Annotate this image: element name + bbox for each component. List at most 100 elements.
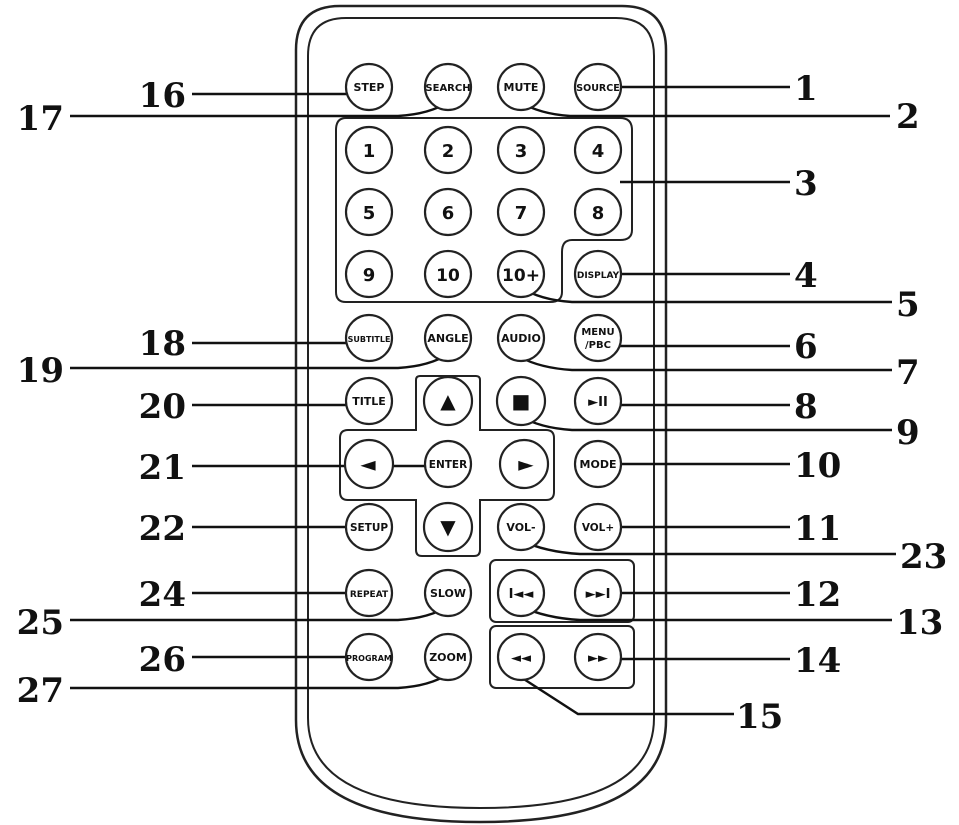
callout-21: 21 (139, 448, 186, 488)
subtitle-button[interactable]: SUBTITLE (344, 313, 394, 363)
up-button[interactable]: ▲ (422, 375, 474, 427)
callout-19: 19 (17, 351, 64, 391)
number-10-label: 10 (436, 266, 460, 286)
number-4-label: 4 (592, 141, 605, 162)
number-9-button[interactable]: 9 (344, 249, 394, 299)
callout-6: 6 (794, 327, 818, 367)
step-label: STEP (353, 81, 384, 94)
fast-forward-button[interactable]: ►► (573, 632, 623, 682)
number-5-label: 5 (363, 203, 376, 224)
enter-label: ENTER (429, 459, 467, 471)
callout-8: 8 (794, 387, 818, 427)
right-button[interactable]: ► (498, 438, 550, 490)
slow-button[interactable]: SLOW (423, 568, 473, 618)
number-5-button[interactable]: 5 (344, 187, 394, 237)
display-button[interactable]: DISPLAY (573, 249, 623, 299)
pbc-label: /PBC (585, 340, 611, 351)
number-3-button[interactable]: 3 (496, 125, 546, 175)
mute-label: MUTE (504, 81, 539, 94)
number-7-label: 7 (515, 203, 528, 224)
zoom-label: ZOOM (429, 651, 467, 664)
left-arrow-icon: ◄ (360, 452, 376, 476)
program-button[interactable]: PROGRAM (344, 632, 394, 682)
number-6-button[interactable]: 6 (423, 187, 473, 237)
number-10-button[interactable]: 10 (423, 249, 473, 299)
rewind-button[interactable]: ◄◄ (496, 632, 546, 682)
number-4-button[interactable]: 4 (573, 125, 623, 175)
search-button[interactable]: SEARCH (423, 62, 473, 112)
number-6-label: 6 (442, 203, 455, 224)
number-2-label: 2 (442, 141, 455, 162)
callout-20: 20 (139, 387, 186, 427)
callout-27: 27 (17, 671, 64, 711)
repeat-button[interactable]: REPEAT (344, 568, 394, 618)
number-9-label: 9 (363, 265, 376, 286)
callout-23: 23 (900, 537, 947, 577)
up-arrow-icon: ▲ (440, 389, 456, 413)
display-label: DISPLAY (577, 271, 620, 281)
callout-14: 14 (794, 641, 841, 681)
rewind-icon: ◄◄ (511, 651, 531, 666)
number-7-button[interactable]: 7 (496, 187, 546, 237)
callout-10: 10 (794, 446, 841, 486)
callout-25: 25 (17, 603, 64, 643)
source-label: SOURCE (576, 83, 619, 94)
volume-up-label: VOL+ (582, 522, 614, 534)
mode-label: MODE (580, 458, 617, 471)
callout-3: 3 (794, 164, 818, 204)
stop-button[interactable]: ■ (495, 375, 547, 427)
number-2-button[interactable]: 2 (423, 125, 473, 175)
mode-button[interactable]: MODE (573, 439, 623, 489)
number-10plus-button[interactable]: 10+ (496, 249, 546, 299)
callout-18: 18 (139, 324, 186, 364)
number-8-label: 8 (592, 203, 605, 224)
step-button[interactable]: STEP (344, 62, 394, 112)
number-3-label: 3 (515, 141, 528, 162)
zoom-button[interactable]: ZOOM (423, 632, 473, 682)
callout-13: 13 (896, 603, 943, 643)
number-8-button[interactable]: 8 (573, 187, 623, 237)
program-label: PROGRAM (346, 654, 392, 663)
left-button[interactable]: ◄ (343, 438, 395, 490)
previous-track-button[interactable]: I◄◄ (496, 568, 546, 618)
subtitle-label: SUBTITLE (348, 335, 391, 344)
leader-lines (70, 85, 896, 716)
scan-group-outline (489, 625, 635, 689)
source-button[interactable]: SOURCE (573, 62, 623, 112)
slow-label: SLOW (430, 587, 466, 600)
mute-button[interactable]: MUTE (496, 62, 546, 112)
number-1-button[interactable]: 1 (344, 125, 394, 175)
volume-down-label: VOL- (506, 521, 535, 534)
menu-pbc-button[interactable]: MENU /PBC (573, 313, 623, 363)
title-label: TITLE (352, 395, 386, 408)
down-button[interactable]: ▼ (422, 501, 474, 553)
next-track-button[interactable]: ►►I (573, 568, 623, 618)
callout-24: 24 (139, 575, 186, 615)
callout-16: 16 (139, 76, 186, 116)
callout-4: 4 (794, 256, 818, 296)
volume-up-button[interactable]: VOL+ (573, 502, 623, 552)
skip-group-outline (489, 559, 635, 623)
play-pause-button[interactable]: ►II (573, 376, 623, 426)
angle-button[interactable]: ANGLE (423, 313, 473, 363)
callout-7: 7 (896, 353, 920, 393)
search-label: SEARCH (425, 83, 470, 94)
audio-button[interactable]: AUDIO (496, 313, 546, 363)
down-arrow-icon: ▼ (440, 515, 456, 539)
repeat-label: REPEAT (350, 590, 389, 600)
volume-down-button[interactable]: VOL- (496, 502, 546, 552)
menu-label: MENU (581, 327, 614, 338)
setup-button[interactable]: SETUP (344, 502, 394, 552)
callout-22: 22 (139, 509, 186, 549)
callout-15: 15 (736, 697, 783, 737)
remote-body-outer (294, 4, 668, 824)
dpad-outline (339, 375, 555, 557)
title-button[interactable]: TITLE (344, 376, 394, 426)
angle-label: ANGLE (427, 332, 468, 345)
right-arrow-icon: ► (518, 452, 534, 476)
enter-button[interactable]: ENTER (423, 439, 473, 489)
stop-icon: ■ (512, 389, 531, 413)
remote-body-inner (307, 17, 655, 810)
number-10plus-label: 10+ (502, 266, 540, 286)
